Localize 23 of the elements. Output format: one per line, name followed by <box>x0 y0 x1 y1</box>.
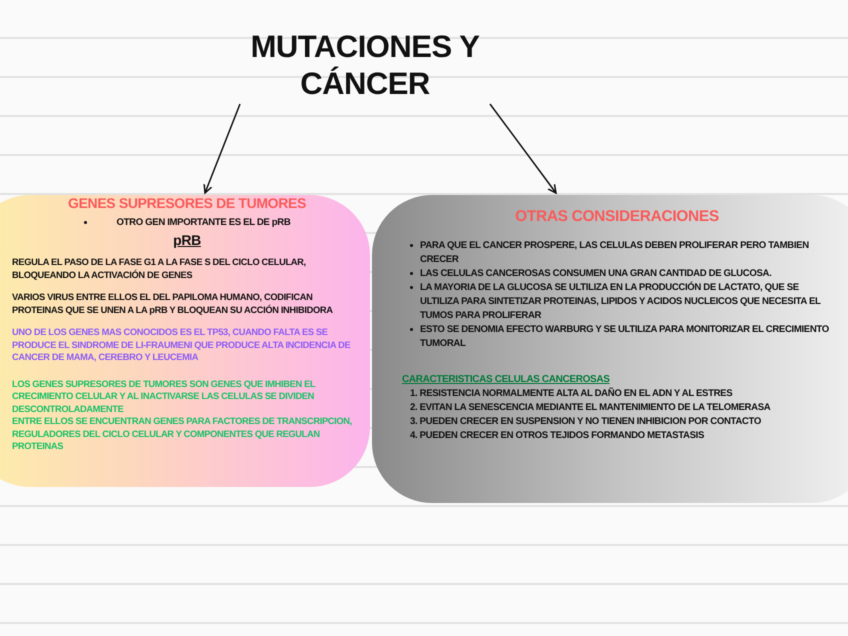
list-item: 2. EVITAN LA SENESCENCIA MEDIANTE EL MANTENIMIENTO DE LA TELOMERASA <box>410 401 772 415</box>
list-item: 3. PUEDEN CRECER EN SUSPENSION Y NO TIENEN INHIBICION POR CONTACTO <box>410 415 762 429</box>
rounded-panel <box>372 195 848 503</box>
heading: GENES SUPRESORES DE TUMORES <box>67 195 307 212</box>
arrow <box>203 104 241 194</box>
paragraph: LOS GENES SUPRESORES DE TUMORES SON GENES QUE IMHIBEN EL CRECIMIENTO CELULAR Y AL INACTIVARSE LAS CELULAS SE DIVIDEN DESCONTROLADAMENTE <box>12 378 316 415</box>
list-item: 4. PUEDEN CRECER EN OTROS TEJIDOS FORMANDO METASTASIS <box>410 429 705 443</box>
paragraph: UNO DE LOS GENES MAS CONOCIDOS ES EL TP53, CUANDO FALTA ES SE PRODUCE EL SINDROME DE LI-FRAUMENI QUE PRODUCE ALTA INCIDENCIA DE CANCER DE MAMA, CEREBRO Y LEUCEMIA <box>12 326 352 364</box>
subheading: CARACTERISTICAS CELULAS CANCEROSAS <box>402 373 611 387</box>
paragraph: REGULA EL PASO DE LA FASE G1 A LA FASE S DEL CICLO CELULAR, BLOQUEANDO LA ACTIVACIÓN DE GENES <box>12 256 307 281</box>
rounded-panel <box>0 195 370 487</box>
list-item: 1. RESISTENCIA NORMALMENTE ALTA AL DAÑO EN EL ADN Y AL ESTRES <box>410 387 734 401</box>
paragraph: ENTRE ELLOS SE ENCUENTRAN GENES PARA FACTORES DE TRANSCRIPCION, REGULADORES DEL CICLO CELULAR Y COMPONENTES QUE REGULAN PROTEINAS <box>12 415 353 452</box>
title: MUTACIONES Y CÁNCER <box>235 28 495 102</box>
arrow <box>489 104 557 194</box>
paragraph: VARIOS VIRUS ENTRE ELLOS EL DEL PAPILOMA HUMANO, CODIFICAN PROTEINAS QUE SE UNEN A LA pRB Y BLOQUEAN SU ACCIÓN INHIBIDORA <box>12 291 334 316</box>
subheading: pRB <box>172 232 202 248</box>
list-item: ESTO SE DENOMIA EFECTO WARBURG Y SE ULTILIZA PARA MONITORIZAR EL CRECIMIENTO TUMORAL <box>420 323 830 351</box>
list-item: PARA QUE EL CANCER PROSPERE, LAS CELULAS DEBEN PROLIFERAR PERO TAMBIEN CRECER <box>420 239 810 267</box>
list-item: LA MAYORIA DE LA GLUCOSA SE ULTILIZA EN LA PRODUCCIÓN DE LACTATO, QUE SE ULTILIZA PARA SINTETIZAR PROTEINAS, LIPIDOS Y ACIDOS NUCLEICOS QUE NECESITA EL TUMOS PARA PROLIFERAR <box>420 281 822 323</box>
heading: OTRAS CONSIDERACIONES <box>514 207 720 227</box>
list-item: OTRO GEN IMPORTANTE ES EL DE pRB <box>116 216 290 230</box>
list-item: LAS CELULAS CANCEROSAS CONSUMEN UNA GRAN CANTIDAD DE GLUCOSA. <box>420 267 772 281</box>
